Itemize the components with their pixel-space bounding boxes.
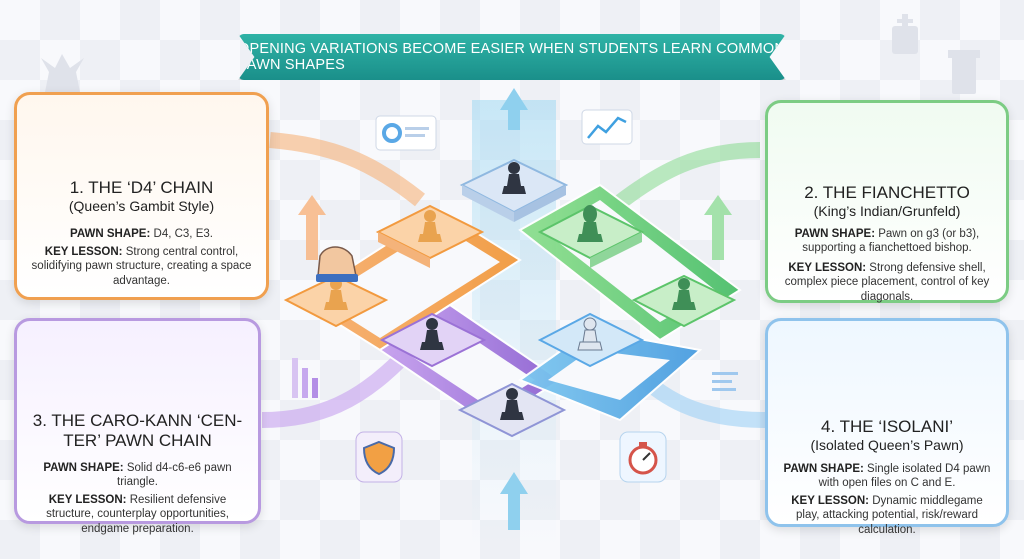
key-lesson-text: KEY LESSON: Dynamic middlegame play, att… xyxy=(780,494,994,537)
pawn-shape-label: PAWN SHAPE: xyxy=(70,228,151,240)
chart-icon xyxy=(581,109,633,145)
stopwatch-icon xyxy=(619,431,667,483)
key-lesson-label: KEY LESSON: xyxy=(788,262,867,274)
key-lesson-text: KEY LESSON: Strong central control, soli… xyxy=(29,245,254,288)
pawn-shape-value: Solid d4-c6-e6 pawn triangle. xyxy=(117,462,232,489)
key-lesson-text: KEY LESSON: Resilient defensive structur… xyxy=(29,493,246,536)
key-lesson-value: Resilient defensive structure, counterpl… xyxy=(46,494,229,535)
background-king-icon xyxy=(892,14,918,54)
pawn-shape-text: PAWN SHAPE: Single isolated D4 pawn with… xyxy=(780,462,994,491)
pawn-shape-label: PAWN SHAPE: xyxy=(783,463,864,475)
shield-icon xyxy=(355,431,403,483)
arrow-up-icon xyxy=(472,88,556,550)
arrow-up-icon-right xyxy=(704,195,732,260)
card-isolani: 4. THE ‘ISOLANI’ (Isolated Queen’s Pawn)… xyxy=(765,318,1009,536)
card-title: 2. THE FIANCHETTO (King’s Indian/Grunfel… xyxy=(768,183,1006,220)
pawn-shape-text: PAWN SHAPE: Solid d4-c6-e6 pawn triangle… xyxy=(29,461,246,490)
card-d4-chain: 1. THE ‘D4’ CHAIN (Queen’s Gambit Style)… xyxy=(14,92,269,300)
key-lesson-value: Strong central control, solidifying pawn… xyxy=(31,246,252,287)
key-lesson-value: Dynamic middlegame play, attacking poten… xyxy=(796,495,983,536)
list-icon xyxy=(712,372,738,391)
pawn-shape-value: Pawn on g3 (or b3), supporting a fianche… xyxy=(802,228,980,255)
pawn-shape-label: PAWN SHAPE: xyxy=(794,228,876,240)
pawn-shape-value: Single isolated D4 pawn with open files … xyxy=(818,463,991,490)
card-title-line: 3. THE CARO-KANN ‘CEN- xyxy=(32,411,243,430)
arrow-up-icon-left xyxy=(298,195,326,260)
pawn-shape-label: PAWN SHAPE: xyxy=(43,462,124,474)
background-rook-icon xyxy=(948,50,980,94)
card-subtitle: (Queen’s Gambit Style) xyxy=(68,198,215,215)
background-queen-icon xyxy=(41,54,84,92)
banner-title: OPENING VARIATIONS BECOME EASIER WHEN ST… xyxy=(238,34,786,80)
key-lesson-label: KEY LESSON: xyxy=(44,246,123,258)
card-title: 1. THE ‘D4’ CHAIN (Queen’s Gambit Style) xyxy=(17,178,266,215)
chart-icon xyxy=(375,115,437,151)
card-caro-kann: 3. THE CARO-KANN ‘CEN- TER’ PAWN CHAIN P… xyxy=(14,318,261,535)
card-subtitle: TER’ PAWN CHAIN xyxy=(63,431,212,451)
bar-chart-icon xyxy=(292,358,318,398)
pawn-shape-text: PAWN SHAPE: D4, C3, E3. xyxy=(29,227,254,241)
card-title-line: 2. THE FIANCHETTO xyxy=(804,183,970,202)
hand-icon xyxy=(316,246,358,282)
card-title-line: 4. THE ‘ISOLANI’ xyxy=(821,417,953,436)
card-fianchetto: 2. THE FIANCHETTO (King’s Indian/Grunfel… xyxy=(765,100,1009,303)
key-lesson-label: KEY LESSON: xyxy=(791,495,869,507)
card-subtitle: (King’s Indian/Grunfeld) xyxy=(813,203,961,220)
card-subtitle: (Isolated Queen’s Pawn) xyxy=(810,437,964,454)
key-lesson-text: KEY LESSON: Strong defensive shell, comp… xyxy=(780,261,994,304)
key-lesson-value: Strong defensive shell, complex piece pl… xyxy=(784,262,990,303)
key-lesson-label: KEY LESSON: xyxy=(48,494,127,506)
card-title: 3. THE CARO-KANN ‘CEN- TER’ PAWN CHAIN xyxy=(17,411,258,452)
pawn-shape-text: PAWN SHAPE: Pawn on g3 (or b3), supporti… xyxy=(780,227,994,256)
card-title: 4. THE ‘ISOLANI’ (Isolated Queen’s Pawn) xyxy=(768,417,1006,454)
card-title-line: 1. THE ‘D4’ CHAIN xyxy=(69,178,214,197)
pawn-shape-value: D4, C3, E3. xyxy=(153,228,213,240)
bishop-icon xyxy=(577,205,603,242)
